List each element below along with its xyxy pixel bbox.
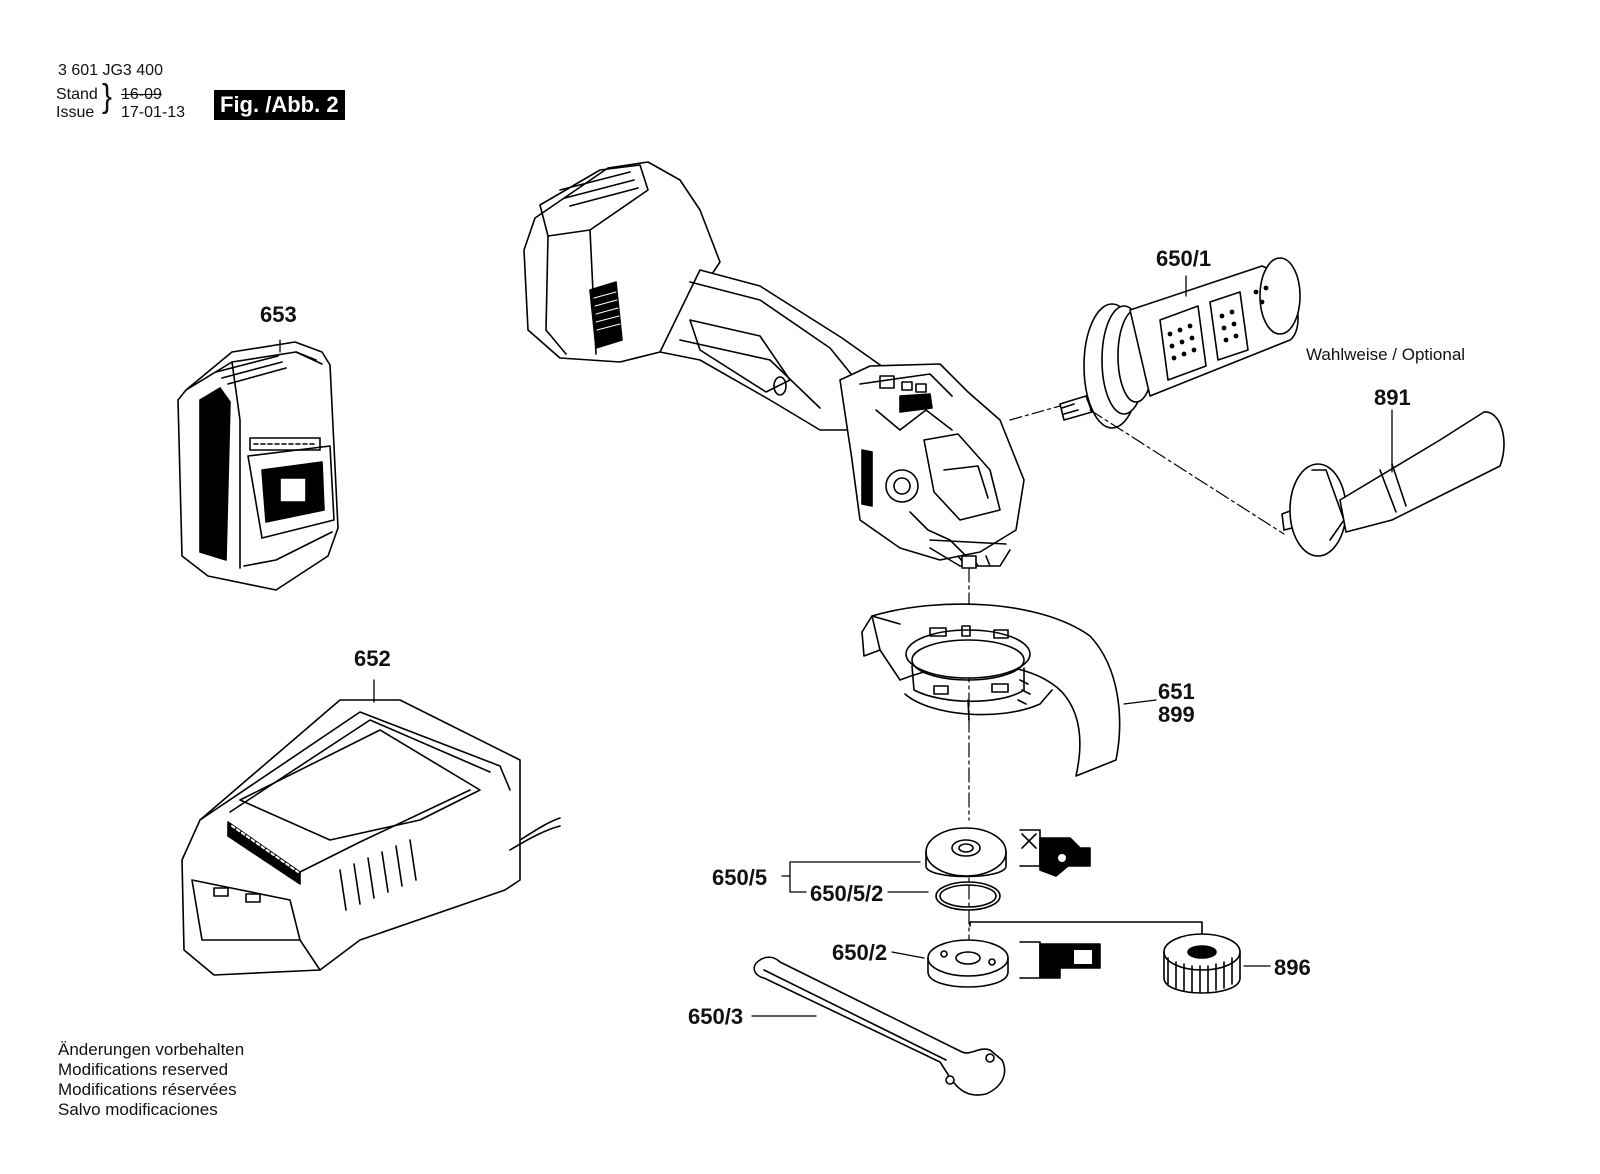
footer-line-fr: Modifications réservées [58, 1080, 237, 1099]
stand-label: Stand [56, 86, 98, 103]
brace-glyph: } [102, 78, 113, 115]
footer-line-de: Änderungen vorbehalten [58, 1040, 245, 1059]
label-lock-nut: 650/2 [832, 940, 888, 965]
figure-label: Fig. /Abb. 2 [214, 90, 345, 120]
document-number: 3 601 JG3 400 [58, 62, 163, 79]
label-flange-set: 650/5 [712, 865, 768, 890]
clamping-nut-drawing [927, 939, 1009, 988]
angle-grinder-drawing [523, 161, 1025, 569]
footer-line-en: Modifications reserved [58, 1060, 229, 1079]
leader-lines [279, 275, 1393, 1017]
nut-section-symbol [1019, 941, 1101, 979]
label-spanner: 650/3 [688, 1004, 744, 1029]
label-o-ring: 650/5/2 [810, 881, 884, 906]
side-handle-drawing [1059, 257, 1301, 429]
label-battery: 653 [260, 302, 297, 327]
stand-date: 16-09 [121, 86, 162, 103]
footer-line-es: Salvo modificaciones [58, 1100, 218, 1119]
charger-drawing [181, 699, 561, 976]
label-guard-b: 899 [1158, 702, 1195, 727]
battery-pack-drawing [177, 341, 339, 591]
flange-section-symbol [1019, 829, 1091, 877]
handle-mount-line [1009, 405, 1061, 421]
label-charger: 652 [354, 646, 391, 671]
label-side-handle: 650/1 [1156, 246, 1212, 271]
mounting-flange-drawing [925, 827, 1007, 911]
two-pin-spanner-drawing [753, 956, 1006, 1096]
issue-date: 17-01-13 [121, 104, 186, 121]
wheel-guard-drawing [861, 603, 1121, 777]
optional-note: Wahlweise / Optional [1306, 345, 1466, 364]
label-guard-a: 651 [1158, 679, 1195, 704]
alt-handle-drawing [1281, 411, 1505, 557]
issue-label: Issue [56, 104, 95, 121]
label-alt-handle: 891 [1374, 385, 1411, 410]
label-quick-nut: 896 [1274, 955, 1311, 980]
quick-nut-drawing [1163, 933, 1241, 994]
